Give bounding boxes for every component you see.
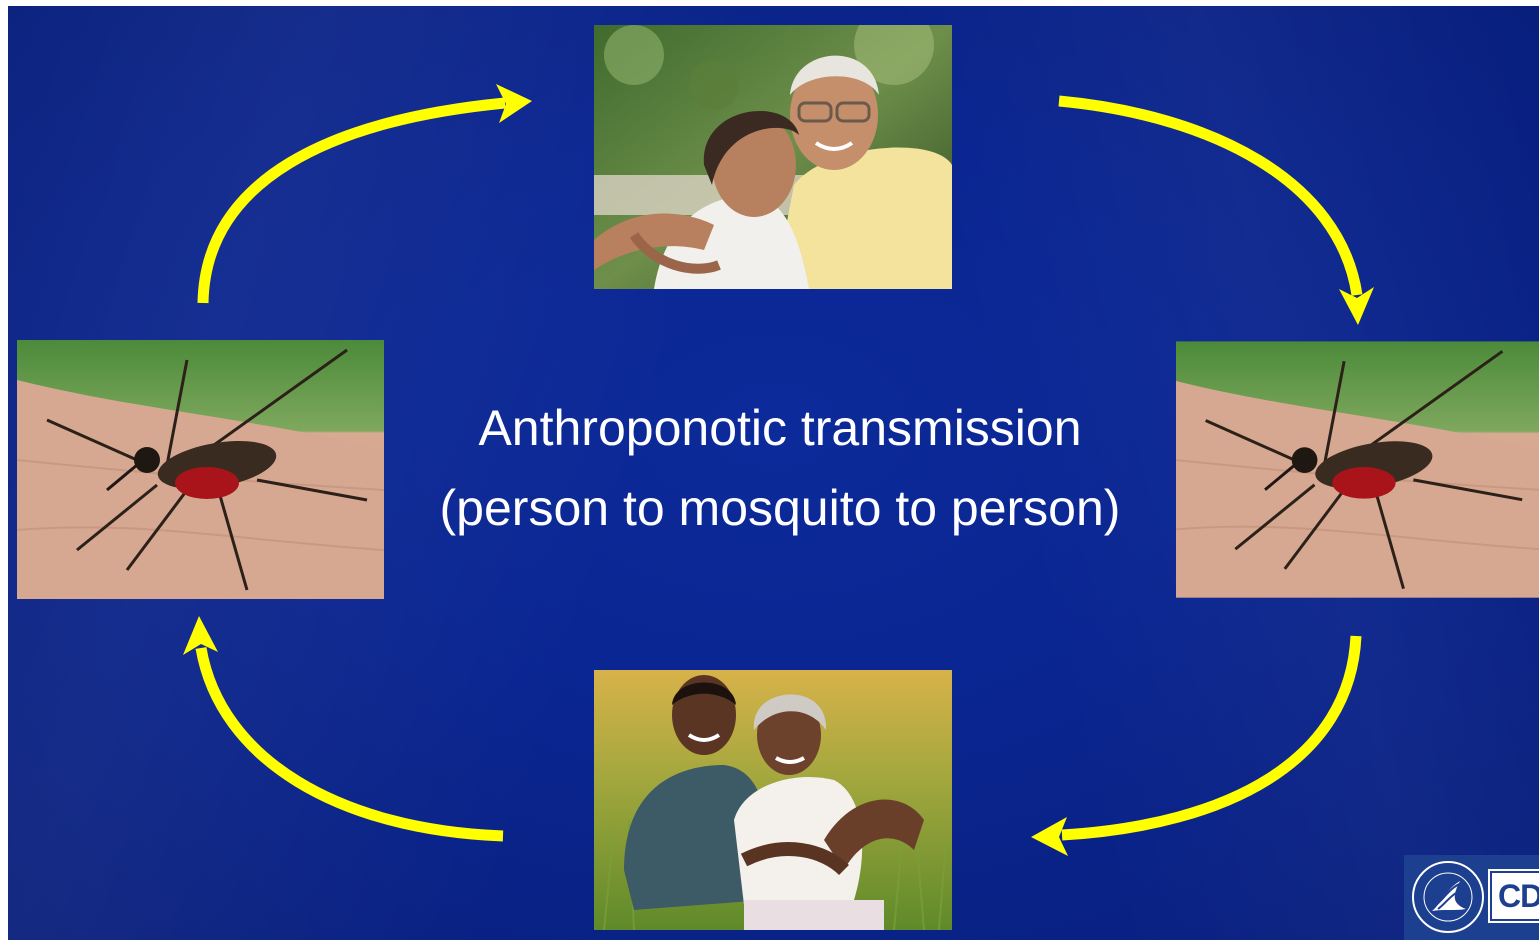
cdc-logo-text: CDC bbox=[1490, 871, 1539, 921]
title-line-2: (person to mosquito to person) bbox=[380, 468, 1180, 548]
arrow-left-to-top bbox=[203, 103, 505, 303]
arrow-bottom-to-left bbox=[201, 648, 503, 836]
photo-mosquito-left bbox=[17, 340, 384, 599]
arrow-right-to-bottom bbox=[1062, 636, 1356, 835]
photo-mosquito-right bbox=[1176, 340, 1539, 599]
cdc-logo: CDC bbox=[1404, 855, 1539, 940]
couple-top-image bbox=[594, 25, 952, 289]
diagram-title: Anthroponotic transmission (person to mo… bbox=[380, 388, 1180, 548]
photo-couple-bottom bbox=[594, 670, 952, 930]
hhs-seal-icon bbox=[1410, 859, 1486, 935]
photo-couple-top bbox=[594, 25, 952, 289]
arrow-top-to-right bbox=[1059, 101, 1357, 295]
couple-bottom-image bbox=[594, 670, 952, 930]
title-line-1: Anthroponotic transmission bbox=[380, 388, 1180, 468]
mosquito-left-image bbox=[17, 340, 384, 599]
mosquito-right-image bbox=[1176, 340, 1539, 599]
